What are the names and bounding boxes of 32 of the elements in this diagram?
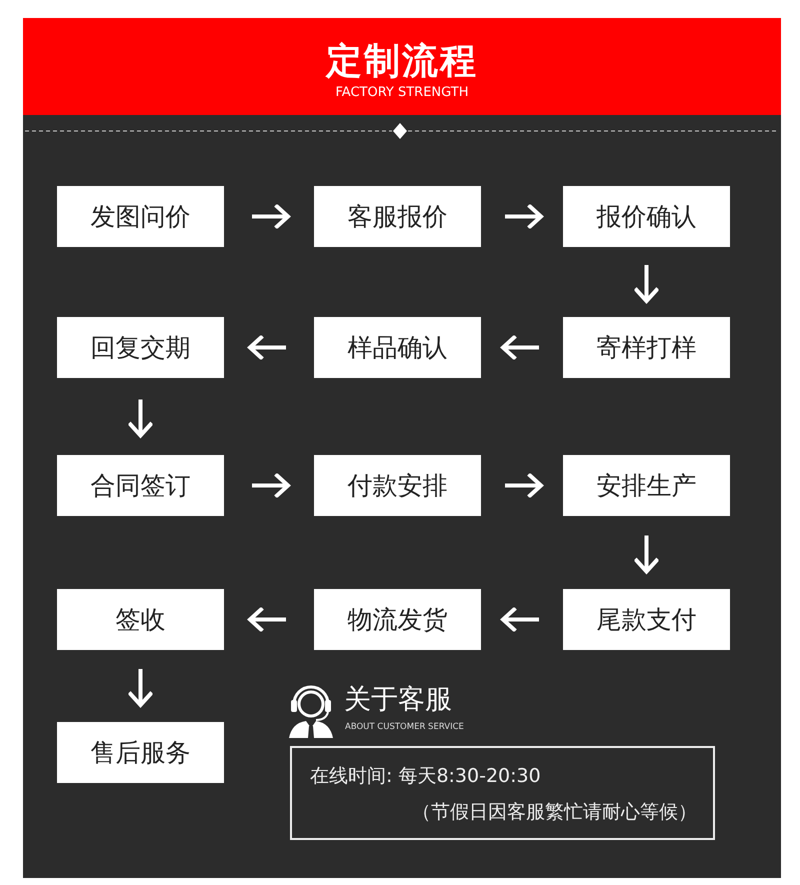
service-hours-box xyxy=(290,746,715,840)
process-box: 安排生产 xyxy=(563,455,730,516)
arrow xyxy=(128,669,152,707)
process-box: 客服报价 xyxy=(314,186,481,247)
section-heading: 关于客服 xyxy=(344,683,452,717)
arrow xyxy=(252,204,290,228)
arrow xyxy=(248,608,286,632)
arrow xyxy=(248,336,286,360)
arrow xyxy=(505,204,543,228)
section-subheading: ABOUT CUSTOMER SERVICE xyxy=(345,722,464,733)
arrow xyxy=(501,608,539,632)
title: 定制流程 xyxy=(324,40,479,84)
process-box: 寄样打样 xyxy=(563,317,730,378)
arrow xyxy=(505,474,543,498)
process-box: 合同签订 xyxy=(57,455,224,516)
process-box: 售后服务 xyxy=(57,722,224,783)
arrow xyxy=(634,536,658,574)
process-box: 发图问价 xyxy=(57,186,224,247)
process-box: 报价确认 xyxy=(563,186,730,247)
process-box: 物流发货 xyxy=(314,589,481,650)
arrow xyxy=(128,400,152,438)
process-box: 样品确认 xyxy=(314,317,481,378)
process-box: 回复交期 xyxy=(57,317,224,378)
arrow xyxy=(501,336,539,360)
arrow xyxy=(634,265,658,303)
note-text: （节假日因客服繁忙请耐心等候） xyxy=(412,800,697,824)
subtitle: FACTORY STRENGTH xyxy=(334,85,470,101)
hours-text: 在线时间: 每天8:30-20:30 xyxy=(310,764,541,788)
arrow xyxy=(252,474,290,498)
process-box: 尾款支付 xyxy=(563,589,730,650)
process-box: 付款安排 xyxy=(314,455,481,516)
process-box: 签收 xyxy=(57,589,224,650)
